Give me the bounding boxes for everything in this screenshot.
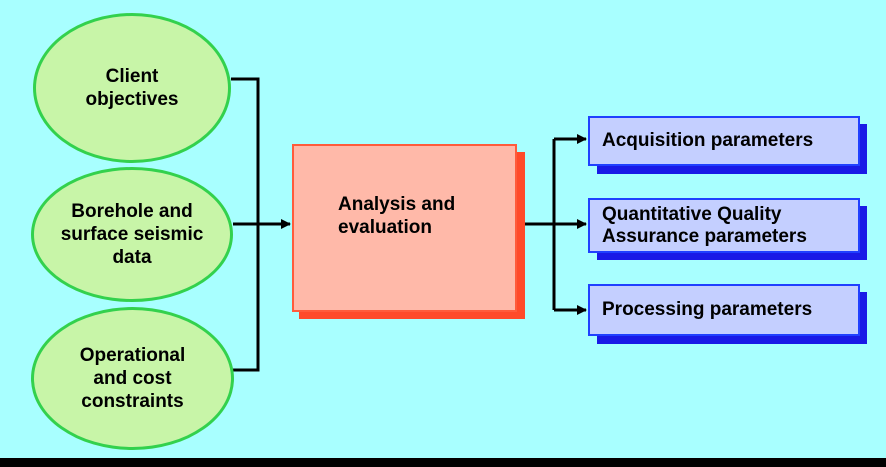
connector-input-3 xyxy=(233,224,260,372)
process-label: Analysis and evaluation xyxy=(338,194,456,238)
input-client-objectives: Client objectives xyxy=(33,13,231,163)
input-label: Operational and cost constraints xyxy=(79,345,186,412)
output-processing-parameters: Processing parameters xyxy=(588,284,860,336)
input-label: Borehole and surface seismic data xyxy=(60,201,204,268)
input-borehole-seismic-data: Borehole and surface seismic data xyxy=(31,167,233,302)
input-operational-constraints: Operational and cost constraints xyxy=(31,307,234,450)
process-analysis-evaluation: Analysis and evaluation xyxy=(292,144,517,312)
output-quality-assurance-parameters: Quantitative Quality Assurance parameter… xyxy=(588,198,860,253)
connector-input-1 xyxy=(231,77,260,224)
input-label: Client objectives xyxy=(85,66,179,110)
output-acquisition-parameters: Acquisition parameters xyxy=(588,116,860,166)
